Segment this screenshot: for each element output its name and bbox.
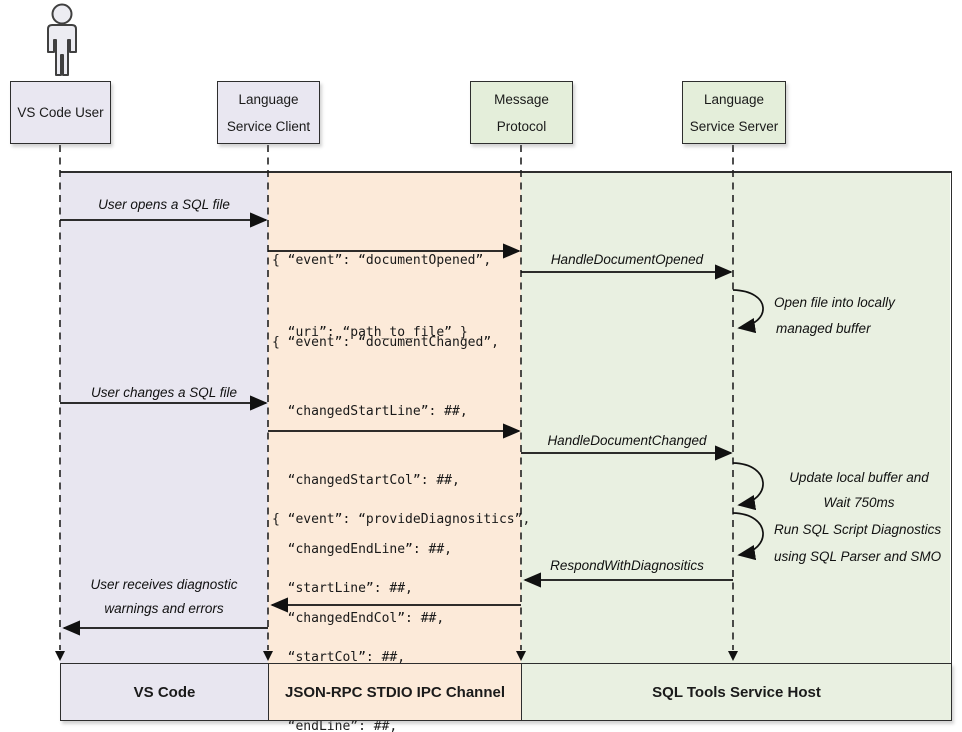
lane-vscode bbox=[60, 173, 268, 663]
label-user-receives-2: warnings and errors bbox=[104, 601, 224, 616]
footer-label: SQL Tools Service Host bbox=[652, 683, 821, 701]
label-run-diagnostics-2: using SQL Parser and SMO bbox=[774, 549, 942, 564]
payload-line: { “event”: “documentChanged”, bbox=[272, 335, 499, 350]
label-handle-document-opened: HandleDocumentOpened bbox=[550, 252, 704, 267]
actor-label: VS Code User bbox=[17, 105, 104, 120]
self-loop-update-buffer bbox=[732, 462, 764, 511]
payload-line: “endLine”: ##, bbox=[272, 719, 398, 732]
payload-line: “changedStartCol”: ##, bbox=[272, 473, 460, 488]
timeline-band bbox=[60, 171, 952, 663]
payload-line: { “event”: “documentOpened”, bbox=[272, 253, 492, 268]
self-loop-run-diagnostics bbox=[732, 512, 764, 561]
payload-provide-diagnostics: { “event”: “provideDiagnositics”, “start… bbox=[272, 462, 530, 732]
actor-label-line2: Service Client bbox=[226, 118, 311, 134]
actor-label-line1: Language bbox=[703, 91, 765, 107]
label-run-diagnostics-1: Run SQL Script Diagnostics bbox=[774, 522, 942, 537]
footer-box-vscode: VS Code bbox=[61, 664, 269, 720]
payload-line: “changedEndCol”: ##, bbox=[272, 611, 445, 626]
payload-line: “uri”: “path_to_file” } bbox=[272, 325, 468, 340]
label-respond-with-diagnostics: RespondWithDiagnositics bbox=[550, 558, 704, 573]
lifeline-end-arrowheads bbox=[55, 651, 738, 661]
actor-label-line1: Language bbox=[238, 91, 299, 107]
payload-line: { “event”: “provideDiagnositics”, bbox=[272, 512, 531, 527]
person-icon bbox=[47, 3, 77, 76]
payload-line: “startCol”: ##, bbox=[272, 650, 406, 665]
payload-line: “changedStartLine”: ##, bbox=[272, 404, 468, 419]
footer-label: VS Code bbox=[133, 683, 196, 701]
label-open-buffer-1: Open file into locally bbox=[774, 295, 895, 310]
self-loop-open-buffer bbox=[732, 289, 764, 334]
actor-label-line2: Service Server bbox=[689, 118, 779, 134]
footer-box-service-host: SQL Tools Service Host bbox=[522, 664, 951, 720]
footer-label: JSON-RPC STDIO IPC Channel bbox=[284, 683, 506, 701]
label-update-buffer-1: Update local buffer and bbox=[789, 470, 929, 485]
label-handle-document-changed: HandleDocumentChanged bbox=[547, 433, 707, 448]
label-user-receives-1: User receives diagnostic bbox=[90, 577, 238, 592]
actor-box-language-service-client: Language Service Client bbox=[217, 81, 320, 144]
lane-ipc-channel bbox=[268, 173, 521, 663]
actor-label-line1: Message bbox=[494, 91, 549, 107]
footer-box-ipc-channel: JSON-RPC STDIO IPC Channel bbox=[269, 664, 522, 720]
payload-line: “changedEndLine”: ##, bbox=[272, 542, 453, 557]
label-user-changes-file: User changes a SQL file bbox=[90, 385, 238, 400]
payload-line: “startLine”: ##, bbox=[272, 581, 413, 596]
label-update-buffer-2: Wait 750ms bbox=[823, 495, 895, 510]
lane-service-host bbox=[521, 173, 950, 663]
actor-box-vscode-user: VS Code User bbox=[10, 81, 111, 144]
actor-box-message-protocol: Message Protocol bbox=[470, 81, 573, 144]
footer-row: VS Code JSON-RPC STDIO IPC Channel SQL T… bbox=[60, 663, 952, 721]
actor-label-line2: Protocol bbox=[496, 118, 547, 134]
label-user-opens-file: User opens a SQL file bbox=[98, 197, 230, 212]
payload-document-opened: { “event”: “documentOpened”, “uri”: “pat… bbox=[272, 201, 491, 393]
actor-box-language-service-server: Language Service Server bbox=[682, 81, 786, 144]
label-open-buffer-2: managed buffer bbox=[776, 321, 871, 336]
